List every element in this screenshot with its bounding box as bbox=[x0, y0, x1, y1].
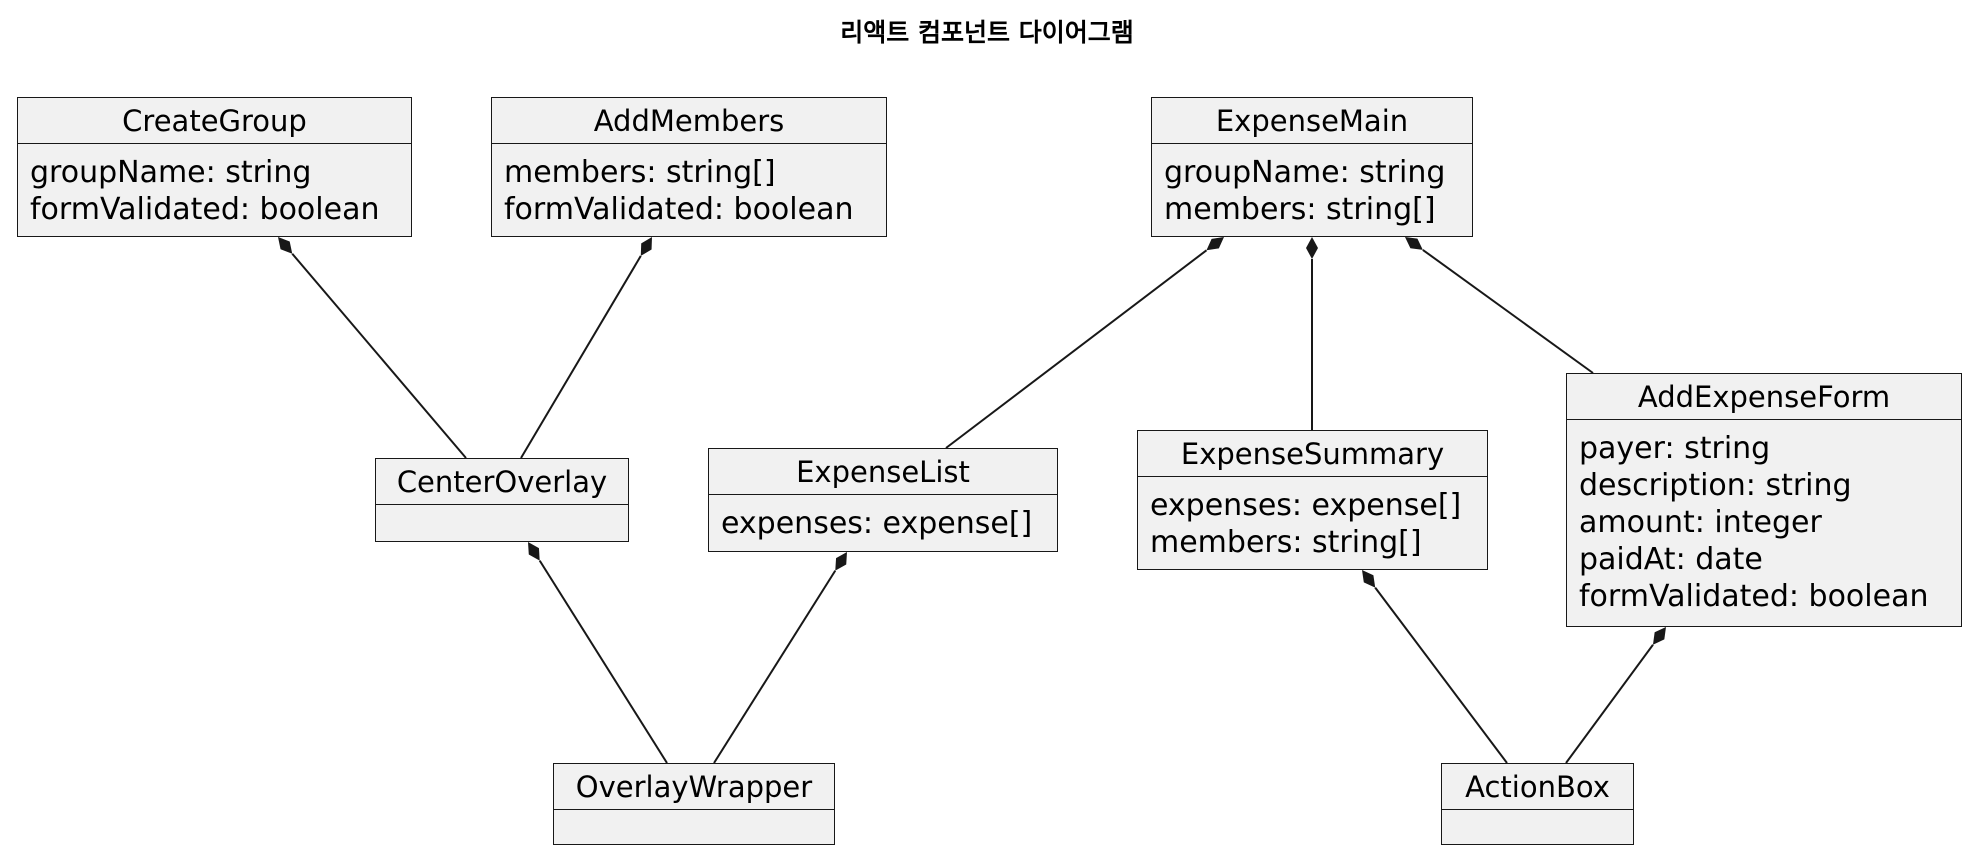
composition-diamond bbox=[528, 542, 540, 561]
composition-expensemain-addexpenseform bbox=[1405, 237, 1594, 374]
class-attribute: payer: string bbox=[1579, 431, 1771, 466]
edge-line bbox=[1565, 644, 1654, 764]
edge-line bbox=[538, 560, 668, 764]
class-name: AddExpenseForm bbox=[1567, 374, 1961, 420]
diagram-title: 리액트 컴포넌트 다이어그램 bbox=[840, 18, 1134, 47]
class-attribute: groupName: string bbox=[1164, 155, 1446, 190]
class-attributes bbox=[1442, 810, 1633, 820]
class-name: CenterOverlay bbox=[376, 459, 628, 505]
edge-line bbox=[713, 570, 837, 764]
class-attributes: expenses: expense[]members: string[] bbox=[1138, 477, 1487, 561]
class-name: ActionBox bbox=[1442, 764, 1633, 810]
class-attribute: paidAt: date bbox=[1579, 542, 1763, 577]
composition-addmembers-centeroverlay bbox=[520, 237, 652, 459]
edge-line bbox=[520, 255, 642, 459]
class-name: AddMembers bbox=[492, 98, 886, 144]
class-attribute: members: string[] bbox=[1164, 192, 1436, 227]
class-name: OverlayWrapper bbox=[554, 764, 834, 810]
class-name: CreateGroup bbox=[18, 98, 411, 144]
class-overlay-wrapper: OverlayWrapper bbox=[553, 763, 835, 845]
composition-diamond bbox=[1405, 237, 1423, 250]
class-attribute: expenses: expense[] bbox=[721, 506, 1033, 541]
class-name: ExpenseMain bbox=[1152, 98, 1472, 144]
class-attribute: members: string[] bbox=[1150, 525, 1422, 560]
class-attribute: formValidated: boolean bbox=[1579, 579, 1929, 614]
edge-line bbox=[945, 249, 1208, 449]
class-name: ExpenseSummary bbox=[1138, 431, 1487, 477]
class-attributes bbox=[554, 810, 834, 820]
composition-centeroverlay-overlaywrapper bbox=[528, 542, 668, 764]
class-attribute: members: string[] bbox=[504, 155, 776, 190]
edge-line bbox=[1374, 586, 1508, 764]
composition-diamond bbox=[1306, 237, 1318, 259]
class-attribute: groupName: string bbox=[30, 155, 312, 190]
class-expense-list: ExpenseList expenses: expense[] bbox=[708, 448, 1058, 552]
class-attribute: expenses: expense[] bbox=[1150, 488, 1462, 523]
composition-expensemain-expensesummary bbox=[1306, 237, 1318, 430]
class-attribute: amount: integer bbox=[1579, 505, 1822, 540]
composition-diamond bbox=[1206, 237, 1224, 251]
class-attribute: formValidated: boolean bbox=[30, 192, 380, 227]
edge-line bbox=[1422, 249, 1594, 374]
composition-diamond bbox=[835, 552, 847, 571]
class-attributes bbox=[376, 505, 628, 515]
composition-addexpenseform-actionbox bbox=[1565, 627, 1666, 764]
composition-expensesummary-actionbox bbox=[1362, 570, 1508, 764]
class-center-overlay: CenterOverlay bbox=[375, 458, 629, 542]
composition-diamond bbox=[278, 237, 293, 254]
class-attributes: members: string[]formValidated: boolean bbox=[492, 144, 886, 228]
class-attribute: description: string bbox=[1579, 468, 1852, 503]
class-attributes: expenses: expense[] bbox=[709, 495, 1057, 542]
class-name: ExpenseList bbox=[709, 449, 1057, 495]
class-action-box: ActionBox bbox=[1441, 763, 1634, 845]
edge-line bbox=[291, 253, 467, 459]
composition-expensemain-expenselist bbox=[945, 237, 1224, 449]
class-attribute: formValidated: boolean bbox=[504, 192, 854, 227]
composition-diamond bbox=[1652, 627, 1666, 645]
composition-diamond bbox=[1362, 570, 1376, 588]
composition-diamond bbox=[640, 237, 652, 256]
composition-creategroup-centeroverlay bbox=[278, 237, 467, 459]
composition-expenselist-overlaywrapper bbox=[713, 552, 847, 764]
